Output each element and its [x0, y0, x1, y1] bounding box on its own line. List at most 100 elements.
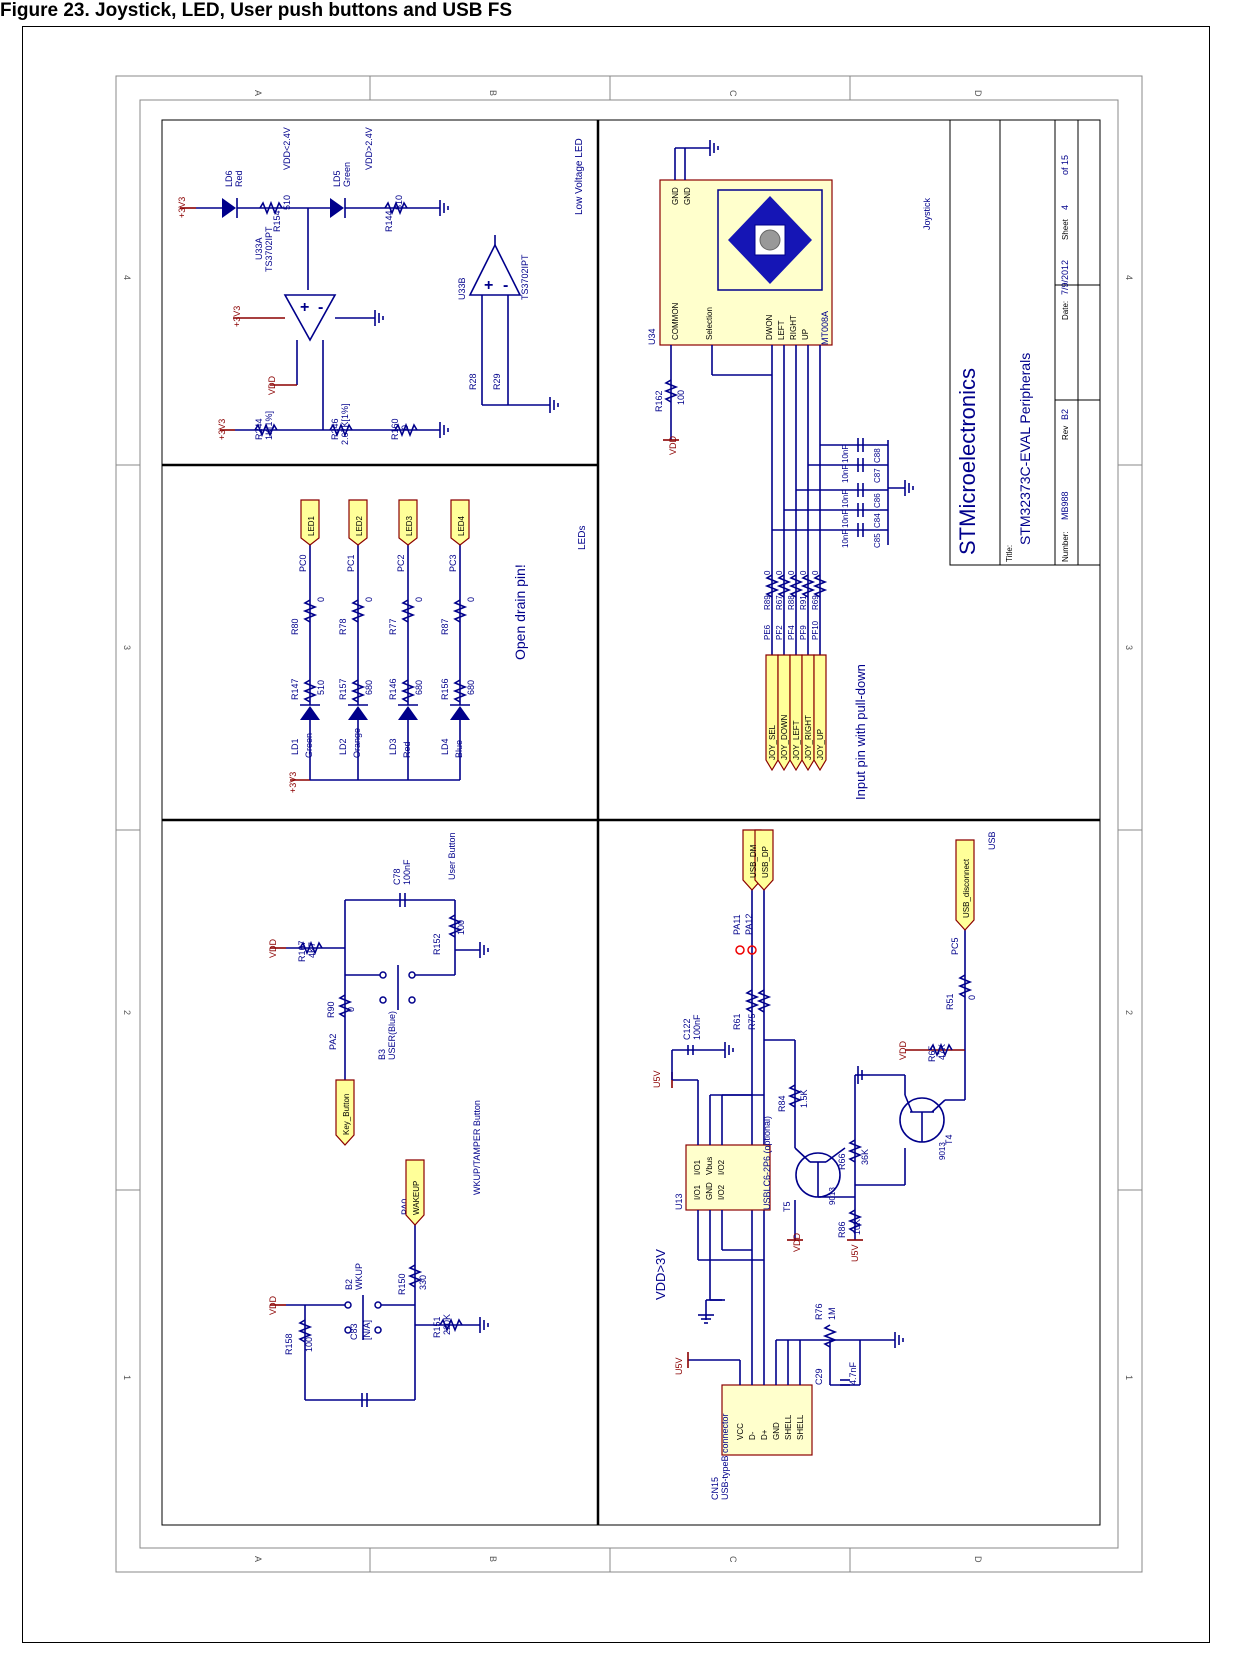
- joy-net-3: JOY_RIGHT: [804, 715, 813, 760]
- zone-letter-bottom-d: D: [973, 1556, 983, 1563]
- r162-ref: R162: [654, 390, 664, 412]
- led-ref-3: LD4: [440, 738, 450, 755]
- diode-ld2: [348, 706, 368, 720]
- u13-val: USBLC6-2P6 (optional): [762, 1116, 772, 1210]
- r151-ref: R151: [432, 1316, 442, 1338]
- rev-label: Rev: [1061, 426, 1070, 440]
- r86-val: 10K: [852, 1219, 862, 1235]
- led-net-3: LED4: [457, 515, 466, 536]
- u33b-ref: U33B: [457, 277, 467, 300]
- resistor-r246: [329, 422, 353, 438]
- joy-cap-val-4: 10nF: [841, 445, 850, 463]
- joy-res-ref-4: R69: [811, 595, 820, 610]
- r51-ref: R51: [945, 993, 955, 1010]
- vdd-a: VDD: [267, 375, 277, 395]
- resistor-r144: [384, 200, 408, 216]
- net-led3: [398, 499, 418, 546]
- led-res-ref-2: R146: [388, 678, 398, 700]
- diode-ld3: [398, 706, 418, 720]
- r150-val: 330: [418, 1275, 428, 1290]
- resistor-r160: [394, 422, 418, 438]
- resistor-r67: [776, 574, 792, 598]
- zone-num-left-3: 3: [122, 645, 132, 650]
- comp-plus-a: +: [300, 299, 309, 316]
- section-box: [161, 119, 1101, 1526]
- joy-cap-val-0: 10nF: [841, 530, 850, 548]
- u34-part: MT008A: [820, 311, 830, 345]
- r152-val: 100: [456, 920, 466, 935]
- led-zero-val-0: 0: [316, 597, 326, 602]
- rev-value: B2: [1060, 409, 1070, 420]
- r158-ref: R158: [284, 1333, 294, 1355]
- b2-ref: B2: [344, 1279, 354, 1290]
- section-title-usb: USB: [987, 831, 997, 850]
- comp-plus-b: +: [484, 277, 493, 294]
- section-title-leds: LEDs: [577, 526, 588, 550]
- company-name: STMicroelectronics: [955, 368, 980, 555]
- testpoint-dm-icon: [735, 945, 745, 955]
- zone-letter-top-d: D: [973, 90, 983, 97]
- diode-ld5: [330, 198, 344, 218]
- section-title-joystick: Joystick: [922, 197, 932, 230]
- net-joy-right: [801, 654, 815, 772]
- comparator-u33a: [283, 294, 337, 342]
- r75-ref: R75: [747, 1013, 757, 1030]
- usb-disconnect-label: USB_disconnect: [962, 858, 971, 918]
- joy-port-2: PF4: [787, 625, 796, 640]
- resistor-r151: [439, 1317, 463, 1333]
- u33a-part: TS3702IPT: [264, 226, 274, 272]
- r158-val: 100: [304, 1337, 314, 1352]
- cn15-pin-0: VCC: [736, 1423, 745, 1440]
- pwr-3v3-b: +3V3: [232, 306, 242, 327]
- r150-ref: R150: [397, 1273, 407, 1295]
- joy-res-ref-0: R89: [763, 595, 772, 610]
- wkup-button-circuit: VDD R158 100 C83 [N/A] B2 WKUP R150 330 …: [268, 1159, 489, 1407]
- joy-cap-ref-3: C87: [873, 468, 882, 483]
- led-res-ref-3: R156: [440, 678, 450, 700]
- zone-letter-bottom-b: B: [488, 1556, 498, 1562]
- zone-num-right-4: 4: [1124, 275, 1134, 280]
- c122-ref: C122: [682, 1018, 692, 1040]
- net-usb-disconnect: [955, 839, 975, 931]
- testpoint-dp-icon: [747, 945, 757, 955]
- u34-pin-0: GND: [671, 187, 680, 205]
- r154-ref: R154: [272, 210, 282, 232]
- led-zero-ref-1: R78: [338, 618, 348, 635]
- section-title-low-voltage-led: Low Voltage LED: [574, 138, 585, 215]
- resistor-r69: [812, 574, 828, 598]
- ld6-ref: LD6: [224, 170, 234, 187]
- vdd-gt-3v-note: VDD>3V: [653, 1249, 668, 1300]
- u33b-part: TS3702IPT: [520, 254, 530, 300]
- zone-ticks: [116, 76, 1142, 1572]
- resistor-r61: [744, 989, 760, 1013]
- section-title-wkup-button: WKUP/TAMPER Button: [472, 1100, 482, 1195]
- cn15-pin-4: SHELL: [784, 1414, 793, 1440]
- resistor-r86: [847, 1209, 863, 1233]
- r154-val: 510: [282, 195, 292, 210]
- r151-val: 220K: [442, 1314, 452, 1335]
- ld5-ref: LD5: [332, 170, 342, 187]
- u34-pin-6: RIGHT: [789, 315, 798, 340]
- c122-val: 100nF: [692, 1014, 702, 1040]
- u13-pin-0: I/O1: [693, 1184, 702, 1200]
- joy-port-1: PF2: [775, 625, 784, 640]
- zone-letter-bottom-a: A: [253, 1556, 263, 1562]
- diode-ld4: [450, 706, 470, 720]
- resistor-r89: [764, 574, 780, 598]
- r66-val: 36K: [860, 1149, 870, 1165]
- r90-val: 0: [346, 1007, 356, 1012]
- u34-pin-4: DWON: [765, 314, 774, 340]
- vdd-lt-label: VDD<2.4V: [282, 127, 292, 170]
- resistor-r65: [929, 1042, 953, 1058]
- cn15-pin-2: D+: [760, 1429, 769, 1440]
- led-res-val-1: 680: [364, 680, 374, 695]
- led-color-0: Green: [304, 733, 314, 758]
- cn15-pin-5: SHELL: [796, 1414, 805, 1440]
- led-res-ref-1: R157: [338, 678, 348, 700]
- sheet-border-outer: [115, 75, 1143, 1573]
- c29-val: 4.7nF: [848, 1361, 858, 1385]
- r152-ref: R152: [432, 933, 442, 955]
- t5-part: 9013: [828, 1187, 837, 1205]
- pwr-3v3-leds: +3V3: [288, 772, 298, 793]
